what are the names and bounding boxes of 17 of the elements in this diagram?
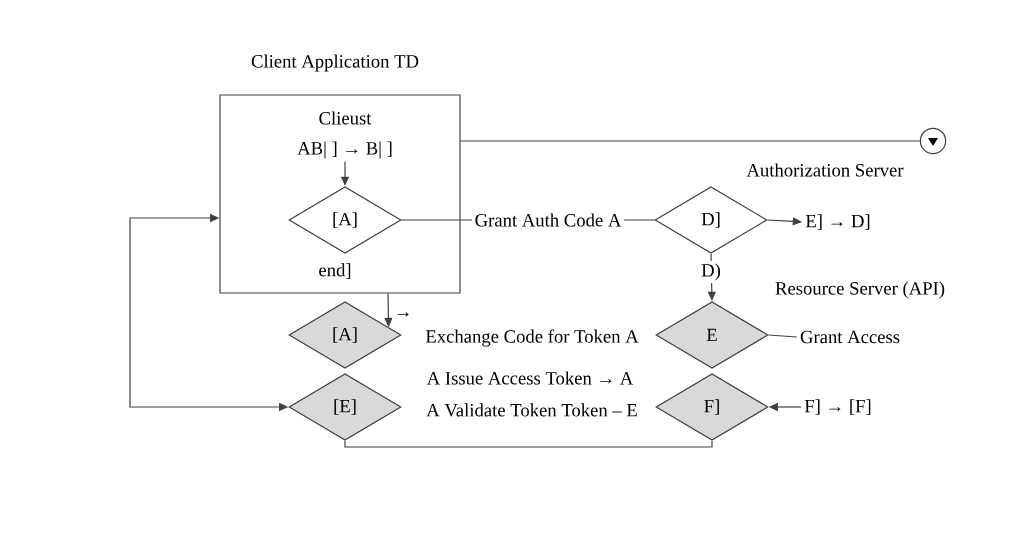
flow-text: E] → D] xyxy=(805,214,870,230)
annotation-text: A Issue Access Token → A xyxy=(425,370,635,386)
connector xyxy=(460,140,921,142)
circle-symbol xyxy=(919,127,947,155)
flow-text: AB| ] → B| ] xyxy=(297,141,392,159)
connector xyxy=(768,334,798,338)
annotation-text: Exchange Code for Token A xyxy=(424,328,640,348)
annotation-text: A Validate Token Token – E xyxy=(424,402,640,418)
node-label: Client Application TD xyxy=(251,54,419,72)
edge-label: D) xyxy=(698,260,724,284)
flow-text: Grant Access xyxy=(800,330,900,344)
annotation-text: Authorization Server xyxy=(745,162,905,178)
edge-label: Grant Auth Code A xyxy=(472,210,625,230)
flow-text: F] → [F] xyxy=(804,399,871,415)
annotation-text: Resource Server (API) xyxy=(773,280,947,300)
connector xyxy=(344,440,713,448)
annotation-text: → xyxy=(392,311,414,319)
